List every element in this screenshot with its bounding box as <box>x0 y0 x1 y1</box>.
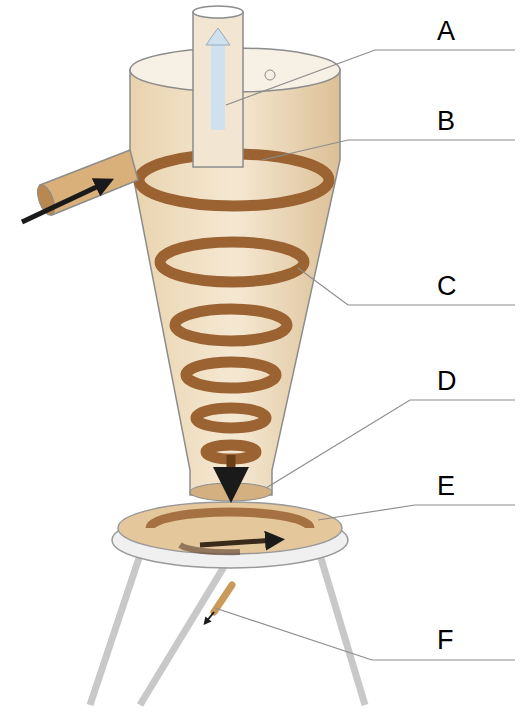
part-letter: A <box>437 18 455 45</box>
down-arrow <box>227 455 236 485</box>
part-letter: E <box>437 473 455 500</box>
part-letter: B <box>437 108 455 135</box>
part-letter: F <box>437 627 454 654</box>
up-arrow <box>211 40 225 130</box>
vortex-spiral <box>139 154 329 459</box>
swirl-arrow <box>200 540 275 545</box>
part-letter: C <box>437 273 457 300</box>
outlet-arrow <box>206 612 214 622</box>
inlet-arrow <box>22 183 105 222</box>
leader-lines <box>215 50 515 660</box>
overflow-pipe <box>193 12 243 167</box>
stand-legs <box>90 555 365 705</box>
part-letter: D <box>437 368 457 395</box>
collector-fluid <box>118 502 342 554</box>
swirl-band <box>150 512 310 528</box>
